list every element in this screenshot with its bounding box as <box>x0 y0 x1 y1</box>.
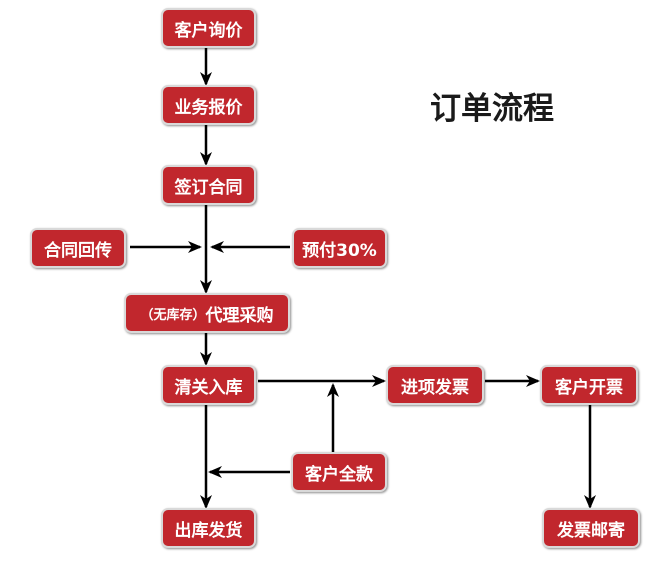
node-label: 签订合同 <box>174 177 243 198</box>
node-customer-inquiry: 客户询价 <box>161 8 256 48</box>
node-label: 发票邮寄 <box>557 520 625 541</box>
node-outbound-shipping: 出库发货 <box>161 508 256 548</box>
node-full-payment: 客户全款 <box>291 452 387 492</box>
node-customer-invoice: 客户开票 <box>540 365 638 405</box>
node-label: 客户全款 <box>305 464 373 485</box>
node-invoice-mailing: 发票邮寄 <box>542 508 640 548</box>
node-label: 出库发货 <box>174 520 243 541</box>
node-label: 代理采购 <box>205 305 274 326</box>
node-label: 清关入库 <box>174 377 243 398</box>
node-business-quote: 业务报价 <box>161 85 256 125</box>
node-prefix-label: （无库存） <box>140 307 206 323</box>
node-agent-purchase: （无库存）代理采购 <box>124 293 290 333</box>
node-label: 进项发票 <box>401 377 469 398</box>
node-prepay: 预付30% <box>292 228 387 268</box>
node-contract-return: 合同回传 <box>30 228 126 268</box>
node-input-invoice: 进项发票 <box>386 365 484 405</box>
node-customs-storage: 清关入库 <box>161 365 256 405</box>
diagram-title: 订单流程 <box>430 91 554 127</box>
node-sign-contract: 签订合同 <box>161 165 256 205</box>
node-label: 业务报价 <box>174 97 243 118</box>
node-label: 客户询价 <box>174 20 243 41</box>
node-label: 客户开票 <box>555 377 623 398</box>
node-label: 预付30% <box>302 240 377 261</box>
node-label: 合同回传 <box>44 240 112 261</box>
